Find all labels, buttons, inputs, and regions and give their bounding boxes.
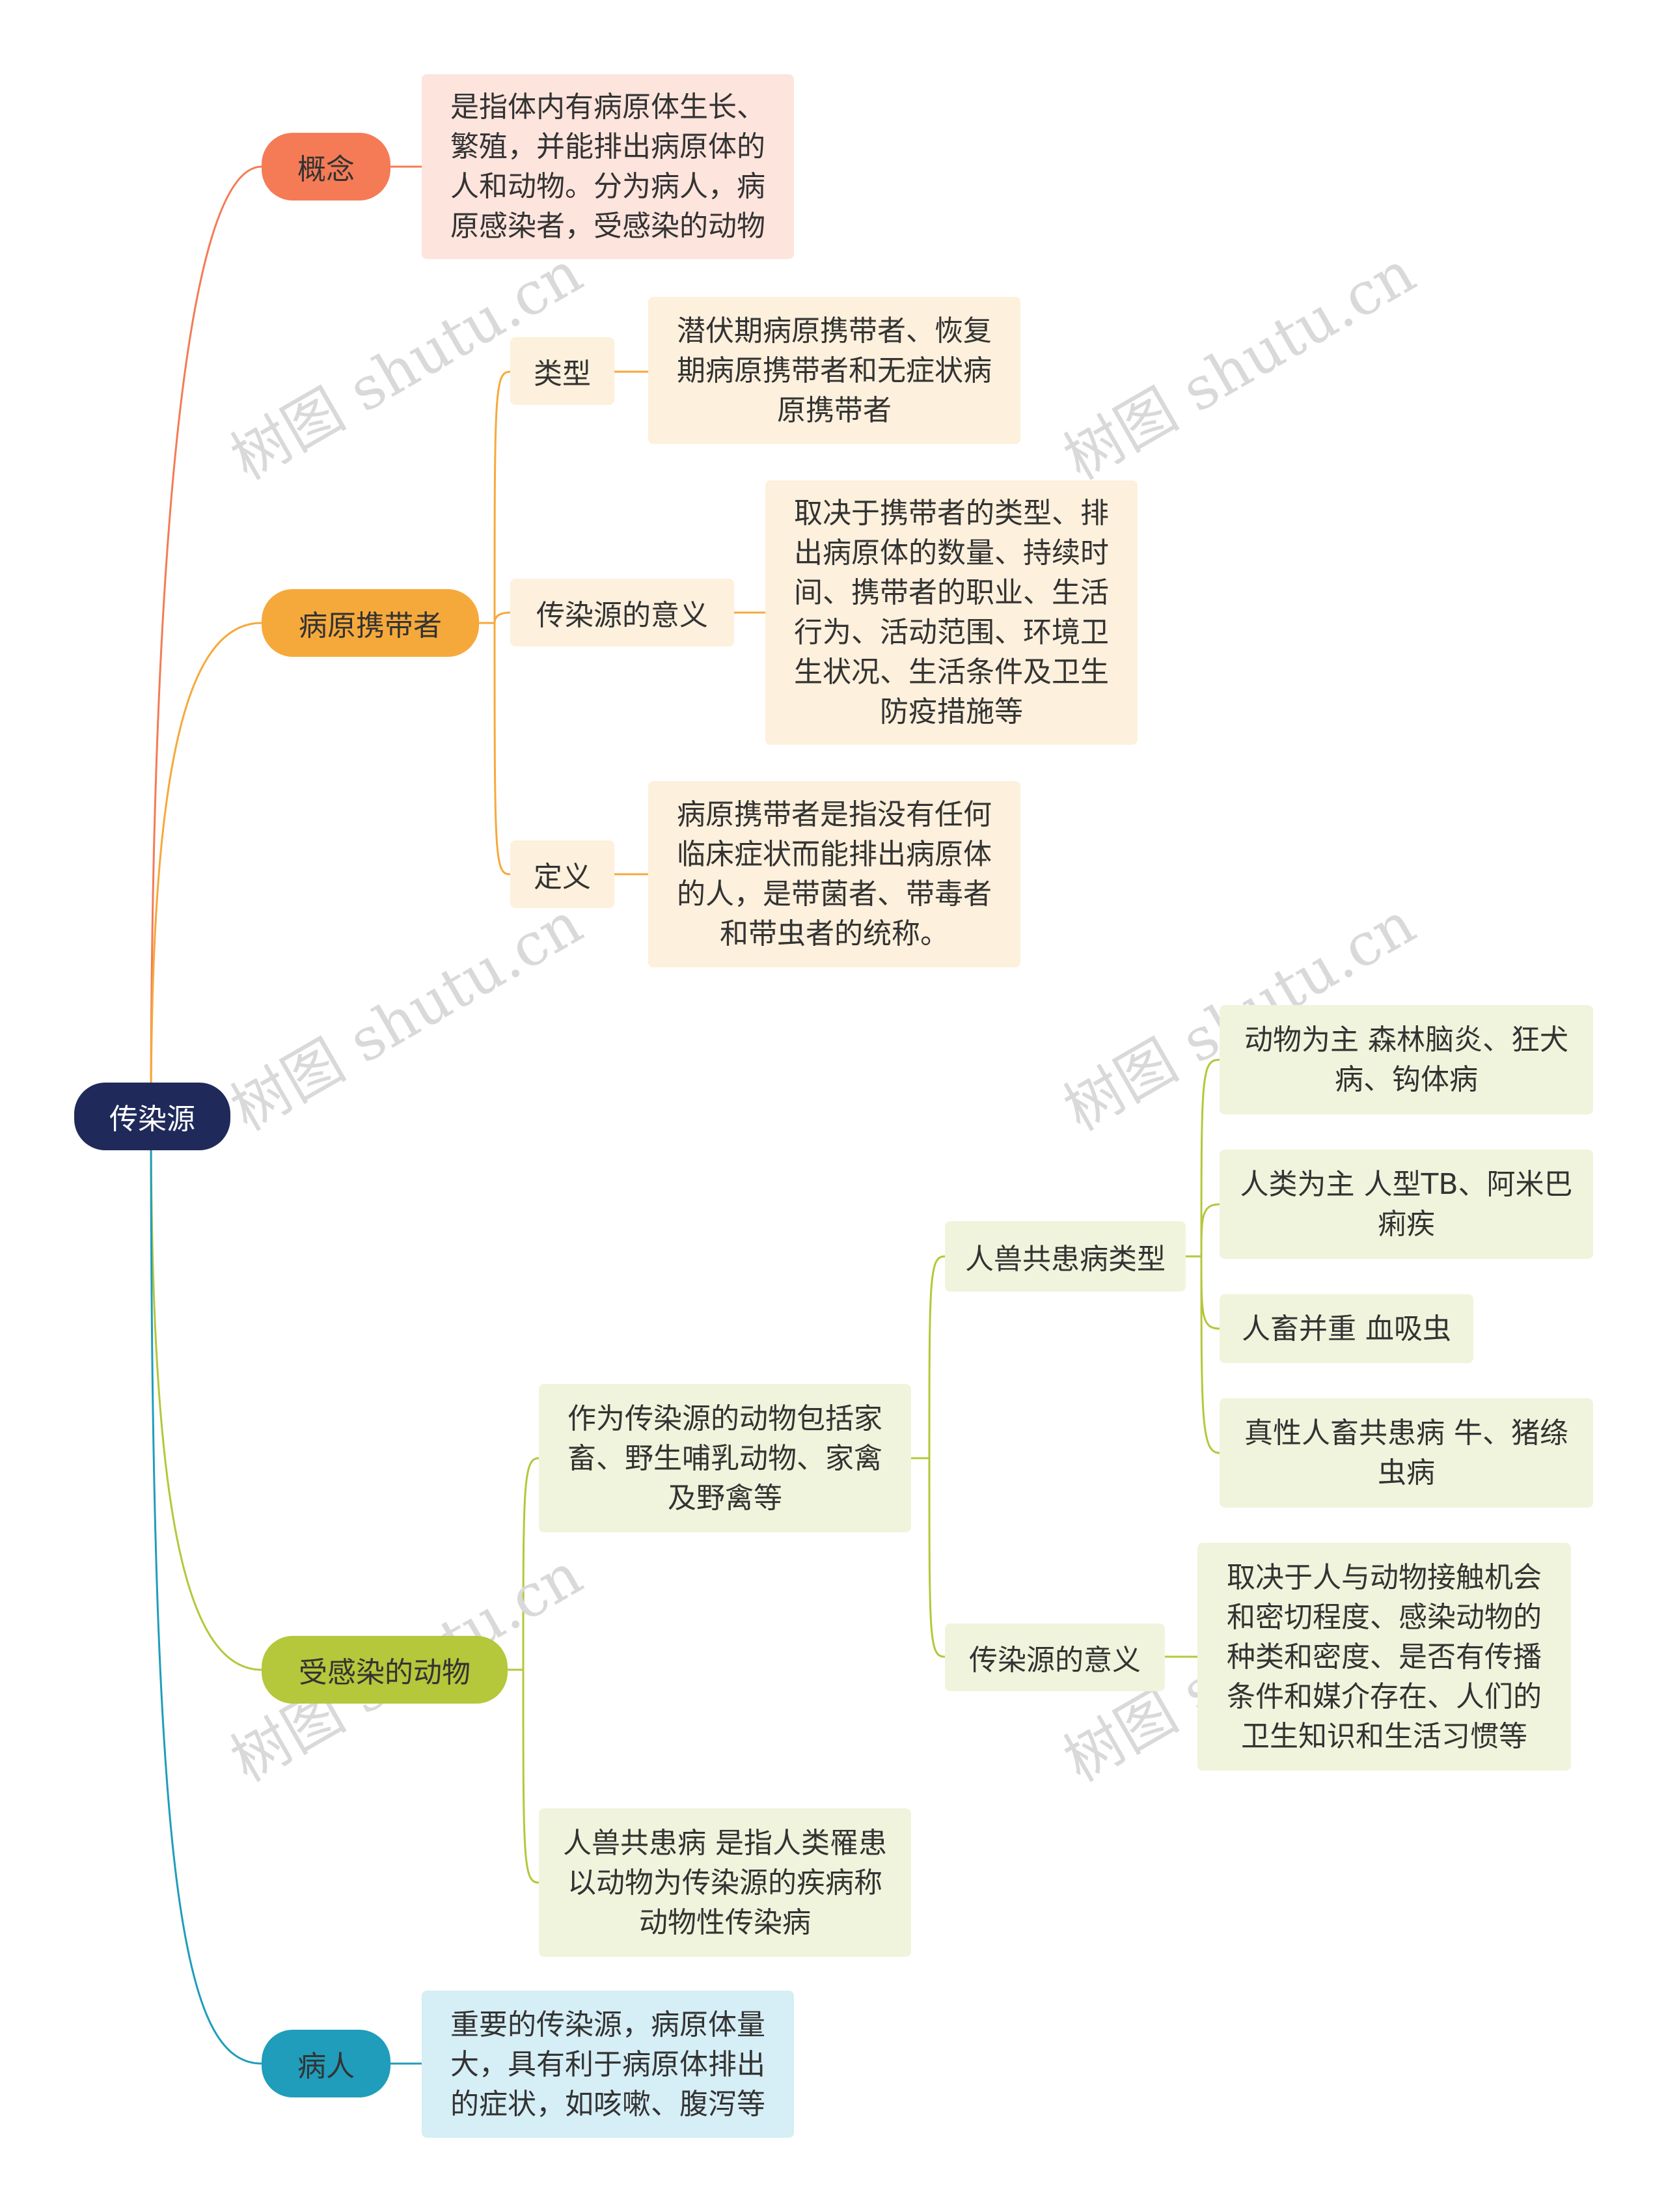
carrier-type-label[interactable]: 类型 xyxy=(510,337,614,405)
carrier-significance-label[interactable]: 传染源的意义 xyxy=(510,579,734,646)
zoonosis-type-item: 人畜并重 血吸虫 xyxy=(1220,1294,1473,1363)
patient-text: 重要的传染源，病原体量大，具有利于病原体排出的症状，如咳嗽、腹泻等 xyxy=(422,1991,794,2138)
zoonosis-definition-text: 人兽共患病 是指人类罹患以动物为传染源的疾病称动物性传染病 xyxy=(539,1808,911,1957)
branch-patient[interactable]: 病人 xyxy=(262,2030,390,2097)
branch-concept[interactable]: 概念 xyxy=(262,133,390,200)
carrier-definition-label[interactable]: 定义 xyxy=(510,840,614,908)
branch-carrier[interactable]: 病原携带者 xyxy=(262,589,479,657)
zoonosis-type-item: 动物为主 森林脑炎、狂犬病、钩体病 xyxy=(1220,1005,1593,1114)
zoonosis-type-item: 人类为主 人型TB、阿米巴痢疾 xyxy=(1220,1150,1593,1259)
concept-text: 是指体内有病原体生长、繁殖，并能排出病原体的人和动物。分为病人，病原感染者，受感… xyxy=(422,74,794,259)
animal-significance-text: 取决于人与动物接触机会和密切程度、感染动物的种类和密度、是否有传播条件和媒介存在… xyxy=(1197,1543,1571,1771)
branch-animal[interactable]: 受感染的动物 xyxy=(262,1636,508,1704)
carrier-significance-text: 取决于携带者的类型、排出病原体的数量、持续时间、携带者的职业、生活行为、活动范围… xyxy=(765,480,1138,745)
animal-significance-label[interactable]: 传染源的意义 xyxy=(945,1624,1165,1691)
root-node[interactable]: 传染源 xyxy=(74,1083,230,1150)
zoonosis-type-item: 真性人畜共患病 牛、猪绦虫病 xyxy=(1220,1398,1593,1508)
zoonosis-types-label[interactable]: 人兽共患病类型 xyxy=(945,1221,1186,1292)
carrier-type-text: 潜伏期病原携带者、恢复期病原携带者和无症状病原携带者 xyxy=(648,297,1020,444)
carrier-definition-text: 病原携带者是指没有任何临床症状而能排出病原体的人，是带菌者、带毒者和带虫者的统称… xyxy=(648,781,1020,967)
animal-includes-text: 作为传染源的动物包括家畜、野生哺乳动物、家禽及野禽等 xyxy=(539,1384,911,1532)
